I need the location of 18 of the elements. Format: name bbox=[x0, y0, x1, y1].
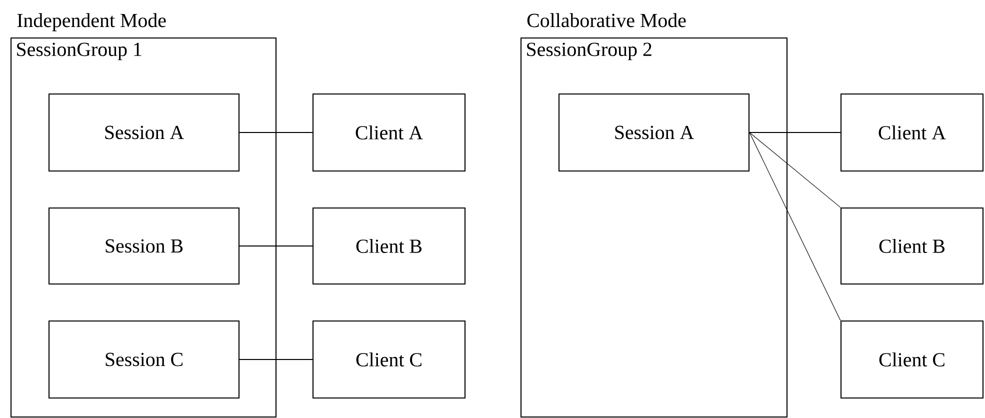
connector-line bbox=[240, 132, 312, 134]
connector-line bbox=[749, 132, 841, 208]
connector-line bbox=[749, 132, 841, 321]
connector-line bbox=[240, 245, 312, 247]
connector-line bbox=[750, 132, 840, 134]
client-box: Client C bbox=[840, 320, 984, 399]
client-box: Client A bbox=[840, 93, 984, 172]
connector-line bbox=[240, 358, 312, 360]
mode-heading: Independent Mode bbox=[17, 13, 166, 32]
session-box: Session C bbox=[48, 320, 240, 399]
client-box: Client C bbox=[312, 320, 466, 399]
session-box: Session A bbox=[48, 93, 240, 172]
mode-heading: Collaborative Mode bbox=[527, 13, 686, 28]
client-box: Client B bbox=[840, 207, 984, 285]
client-box: Client A bbox=[312, 93, 466, 172]
session-box: Session B bbox=[48, 207, 240, 285]
client-box: Client B bbox=[312, 207, 466, 285]
session-box: Session A bbox=[558, 93, 750, 172]
